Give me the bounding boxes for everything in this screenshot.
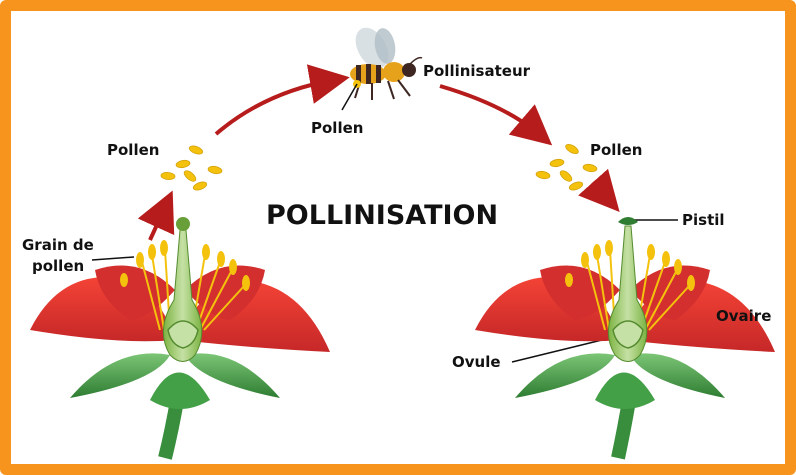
label-pollen-right: Pollen <box>590 141 642 159</box>
flower-right <box>475 217 775 458</box>
label-ovaire: Ovaire <box>716 307 771 325</box>
diagram-title: POLLINISATION <box>266 200 498 231</box>
arrow-up-left <box>150 205 166 240</box>
label-pistil: Pistil <box>682 211 725 229</box>
bee-icon <box>349 22 422 100</box>
label-pollinator: Pollinisateur <box>423 62 531 80</box>
label-grain-line2: pollen <box>32 257 84 275</box>
pollen-grains-right <box>535 142 597 191</box>
label-pollen-bee: Pollen <box>311 119 363 137</box>
arrow-from-bee <box>440 86 540 135</box>
label-ovule: Ovule <box>452 353 501 371</box>
arrow-to-pistil <box>593 182 609 200</box>
label-pollen-left: Pollen <box>107 141 159 159</box>
leader-grain <box>92 257 134 260</box>
pollen-grains-left <box>161 144 223 191</box>
label-grain-line1: Grain de <box>22 236 94 254</box>
